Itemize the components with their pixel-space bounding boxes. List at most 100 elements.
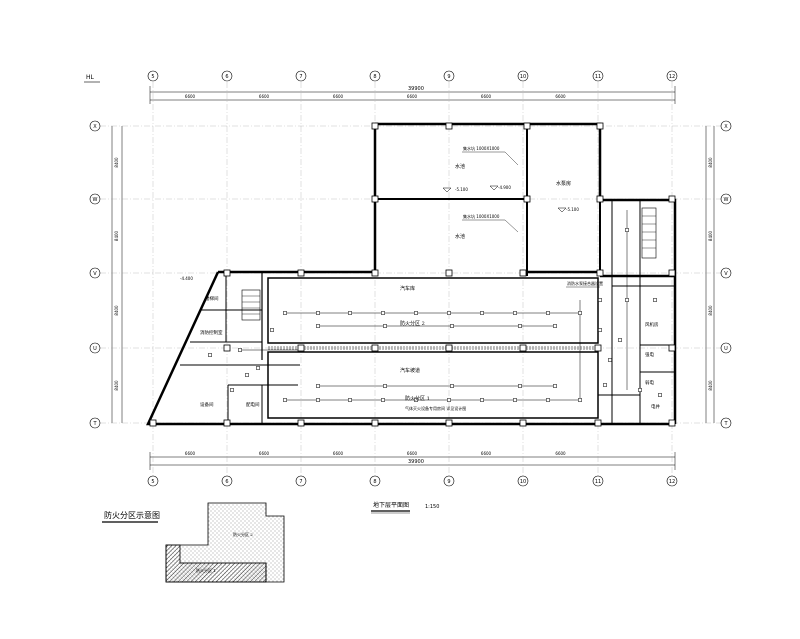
level-pool: -5.100 bbox=[455, 187, 468, 192]
key-plan-title: 防火分区示意图 bbox=[104, 510, 160, 520]
dimension-segment-label: 6600 bbox=[185, 94, 196, 99]
grid-lines bbox=[100, 82, 722, 476]
device-marker bbox=[283, 311, 287, 315]
dimension-segment-label: 6600 bbox=[555, 451, 566, 456]
room-equipment: 设备间 bbox=[200, 401, 214, 408]
device-marker bbox=[608, 358, 612, 362]
column-axis-bubble bbox=[295, 70, 307, 82]
column-axis-label: 6 bbox=[225, 74, 228, 80]
column-axis-bubble bbox=[295, 475, 307, 487]
structural-columns bbox=[149, 122, 676, 427]
column-post bbox=[668, 344, 676, 352]
dimension-segment-label: 6600 bbox=[259, 451, 270, 456]
row-axis-label: W bbox=[724, 197, 729, 203]
dimension-segment-label: 6600 bbox=[407, 451, 418, 456]
device-marker bbox=[256, 366, 260, 370]
column-post bbox=[371, 195, 379, 203]
level-pump: -5.100 bbox=[566, 207, 579, 212]
dimension-segment-label: 6600 bbox=[333, 94, 344, 99]
side-dimensions bbox=[111, 126, 715, 423]
column-axis-label: 5 bbox=[151, 74, 154, 80]
dimension-segment-label: 6600 bbox=[259, 94, 270, 99]
column-axis-label: 7 bbox=[299, 74, 302, 80]
column-axis-label: 5 bbox=[151, 479, 154, 485]
column-post bbox=[223, 419, 231, 427]
row-axis-label: X bbox=[724, 124, 728, 130]
row-axis-label: U bbox=[724, 346, 728, 352]
room-electric-shaft: 电井 bbox=[651, 403, 660, 410]
key-plan-diagram bbox=[165, 502, 285, 583]
device-marker bbox=[383, 324, 387, 328]
sump-lower-note: 集水坑 1000X1000 bbox=[463, 213, 500, 219]
device-marker bbox=[625, 298, 629, 302]
row-axis-label: T bbox=[92, 421, 97, 427]
device-marker bbox=[316, 324, 320, 328]
device-marker bbox=[238, 348, 242, 352]
fire-zone-1-note: 气体灭火设备专用房间 详见设计图 bbox=[405, 405, 466, 411]
device-markers bbox=[208, 228, 662, 402]
row-axis-bubble bbox=[89, 193, 101, 205]
room-duct: 风机房 bbox=[645, 321, 659, 328]
column-post bbox=[371, 344, 379, 352]
device-marker bbox=[598, 328, 602, 332]
room-electric-upper: 强电 bbox=[645, 351, 654, 358]
column-post bbox=[596, 122, 604, 130]
dimension-segment-label: 8400 bbox=[114, 380, 119, 391]
device-marker bbox=[480, 311, 484, 315]
column-post bbox=[371, 419, 379, 427]
column-post bbox=[668, 269, 676, 277]
column-post bbox=[445, 122, 453, 130]
plan-scale: 1:150 bbox=[425, 504, 439, 510]
key-plan-zone-2: 防火分区 2 bbox=[233, 531, 253, 537]
device-marker bbox=[447, 311, 451, 315]
bottom-total-dimension: 39900 bbox=[408, 459, 424, 465]
column-axis-label: 11 bbox=[595, 479, 601, 485]
column-axis-label: 12 bbox=[669, 479, 675, 485]
column-axis-bubble bbox=[147, 475, 159, 487]
device-marker bbox=[348, 398, 352, 402]
column-post bbox=[668, 195, 676, 203]
column-axis-bubble bbox=[443, 475, 455, 487]
device-marker bbox=[553, 384, 557, 388]
row-axis-bubble bbox=[89, 120, 101, 132]
device-marker bbox=[480, 398, 484, 402]
device-marker bbox=[316, 384, 320, 388]
column-post bbox=[297, 344, 305, 352]
device-marker bbox=[658, 393, 662, 397]
column-axis-label: 7 bbox=[299, 479, 302, 485]
level-pool-2: -4.900 bbox=[498, 185, 511, 190]
device-marker bbox=[283, 398, 287, 402]
column-axis-bubble bbox=[592, 475, 604, 487]
plan-title: 地下层平面图 bbox=[373, 501, 409, 509]
room-pool-upper: 水池 bbox=[455, 163, 465, 170]
column-post bbox=[594, 419, 602, 427]
device-marker bbox=[270, 328, 274, 332]
dimension-segment-label: 8400 bbox=[708, 157, 713, 168]
wiring-lines bbox=[240, 210, 628, 401]
device-marker bbox=[383, 384, 387, 388]
note-right: 消防水泵接合器设置 bbox=[567, 280, 603, 286]
column-axis-label: 6 bbox=[225, 479, 228, 485]
row-axis-bubble bbox=[720, 342, 732, 354]
dimension-segment-label: 6600 bbox=[407, 94, 418, 99]
column-post bbox=[445, 344, 453, 352]
column-axis-bubble bbox=[666, 70, 678, 82]
device-marker bbox=[208, 353, 212, 357]
device-marker bbox=[414, 398, 418, 402]
device-marker bbox=[546, 398, 550, 402]
dimension-segment-label: 6600 bbox=[481, 94, 492, 99]
column-axis-bubble bbox=[221, 70, 233, 82]
row-axis-label: X bbox=[93, 124, 97, 130]
room-pool-lower: 水池 bbox=[455, 233, 465, 240]
dimension-segment-label: 8400 bbox=[708, 230, 713, 241]
device-marker bbox=[316, 398, 320, 402]
row-axis-bubble bbox=[720, 193, 732, 205]
column-post bbox=[596, 195, 604, 203]
column-post bbox=[297, 269, 305, 277]
dimension-segment-label: 6600 bbox=[481, 451, 492, 456]
level-left: -4.400 bbox=[180, 276, 193, 281]
